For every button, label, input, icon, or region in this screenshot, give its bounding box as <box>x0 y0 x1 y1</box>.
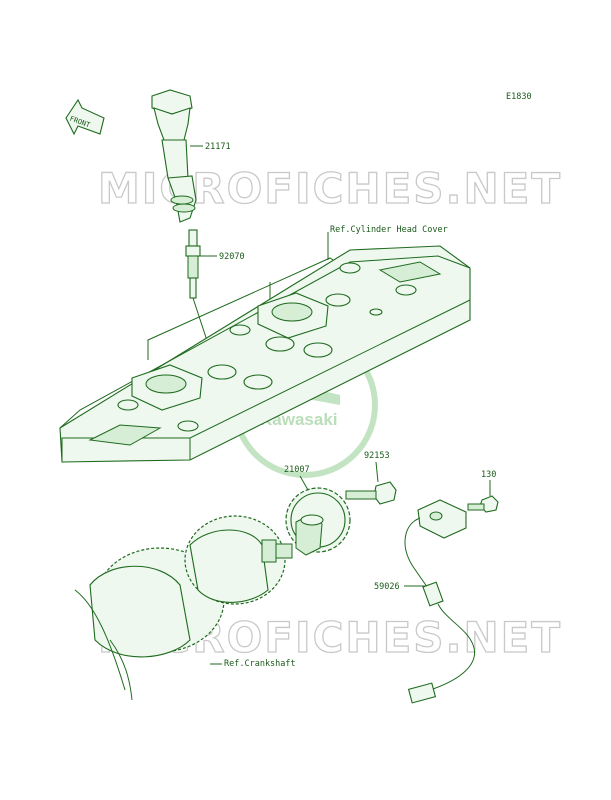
diagram-code: E1830 <box>506 92 532 102</box>
part-130-label: 130 <box>481 470 496 480</box>
bolt <box>345 481 397 505</box>
timing-rotor <box>285 487 351 556</box>
crankshaft-sensor <box>404 499 476 704</box>
crankshaft <box>74 515 293 701</box>
ref-cylinder-head-cover: Ref.Cylinder Head Cover <box>330 225 448 235</box>
ref-crankshaft: Ref.Crankshaft <box>224 659 296 669</box>
cylinder-head-cover <box>59 245 471 463</box>
sensor-bolt <box>467 495 499 513</box>
part-92153-label: 92153 <box>364 451 390 461</box>
part-92070-label: 92070 <box>219 252 245 262</box>
front-arrow-icon: FRONT <box>65 98 105 136</box>
spark-plug <box>185 229 201 299</box>
ignition-coil <box>151 89 197 223</box>
part-21171-label: 21171 <box>205 142 231 152</box>
part-21007-label: 21007 <box>284 465 310 475</box>
part-59026-label: 59026 <box>374 582 400 592</box>
